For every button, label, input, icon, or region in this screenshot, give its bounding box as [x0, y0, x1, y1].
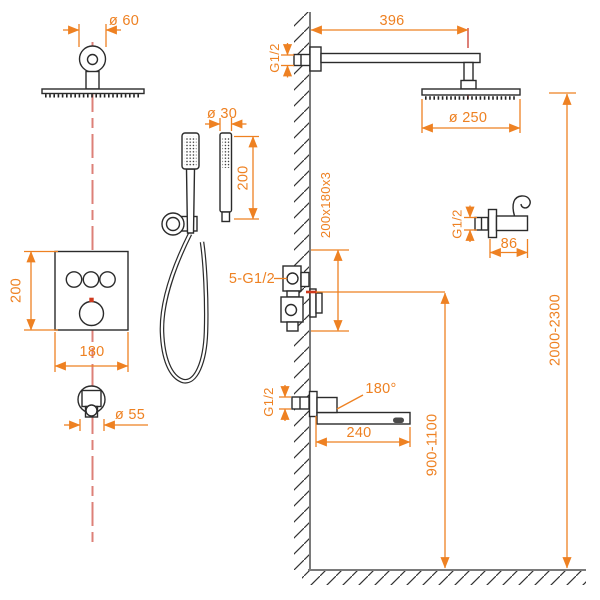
hand-shower-handle [185, 168, 196, 234]
head-joint [460, 79, 477, 90]
dim-arm-thread: G1/2 [267, 43, 294, 78]
rain-shower-side-figure [293, 46, 521, 100]
head-plate [41, 88, 145, 95]
ceiling-flange-inner [86, 53, 99, 66]
dim-label-arm-thread: G1/2 [267, 43, 282, 72]
dim-label-holder-len: 86 [501, 236, 518, 252]
outlet-body [81, 389, 102, 408]
hand-shower-dimensioned-figure [219, 132, 233, 223]
dim-label-spout-swivel: 180° [365, 381, 396, 397]
label-valve-connections: 5-G1/2 [229, 271, 287, 287]
dim-label-box-size: 200x180x3 [318, 172, 333, 238]
rain-head-plate [421, 88, 521, 96]
hand-shower-on-holder-figure [159, 132, 209, 384]
spout-flange [308, 390, 318, 418]
dim-hand-shower-dia: ø 30 [205, 106, 247, 131]
dim-head-height-range: 2000-2300 [548, 92, 576, 569]
dim-box-size: 200x180x3 [311, 172, 349, 332]
dim-label-panel-height: 200 [9, 278, 25, 303]
label-spout-swivel: 180° [336, 381, 396, 410]
shower-hose [159, 232, 209, 384]
dim-panel-width: 180 [54, 332, 129, 372]
panel-button-3 [99, 271, 116, 288]
spout-base [316, 396, 338, 414]
dim-label-spout-len: 240 [346, 425, 371, 441]
holder-escutcheon [487, 208, 498, 239]
dim-label-panel-width: 180 [79, 344, 104, 360]
dim-arm-length: 396 [310, 13, 469, 35]
wall-spout-figure [291, 390, 411, 425]
spout-aerator [393, 417, 404, 423]
dim-label-outlet-dia: ø 55 [115, 407, 145, 423]
shower-arm [320, 52, 481, 64]
dim-rain-head-dia: ø 250 [421, 99, 521, 133]
dim-label-hand-shower-dia: ø 30 [207, 106, 237, 122]
thermostat-panel-figure [54, 250, 129, 331]
valve-lower-port [284, 303, 298, 317]
dim-hand-shower-len: 200 [234, 135, 259, 220]
outlet-front-figure [77, 385, 106, 418]
holder-clip [512, 195, 531, 217]
dim-ceiling-flange-dia: ø 60 [63, 13, 139, 47]
dim-label-holder-thread: G1/2 [450, 209, 465, 238]
floor-section [302, 569, 586, 585]
head-stem [85, 70, 100, 90]
panel-button-1 [65, 271, 83, 288]
valve-upper-port-stub [300, 271, 310, 288]
dim-spout-height-range: 900-1100 [316, 291, 450, 569]
dim-spout-thread: G1/2 [261, 385, 291, 421]
dim-label-valve-connections: 5-G1/2 [229, 271, 275, 287]
panel-knob [78, 300, 105, 327]
head-stem-side [463, 61, 474, 82]
dim-holder-len: 86 [489, 236, 529, 258]
spout-arm [316, 411, 411, 425]
dim-panel-height: 200 [9, 250, 58, 331]
dim-label-rain-head-dia: ø 250 [449, 110, 488, 126]
mixer-valve-figure [280, 265, 323, 332]
hand-shower-spray-face [222, 137, 230, 168]
dim-label-hand-shower-len: 200 [236, 165, 252, 190]
outlet-port [85, 404, 98, 417]
dim-label-ceiling-flange-dia: ø 60 [109, 13, 139, 29]
holder-side-figure [474, 195, 531, 239]
valve-upper-port [286, 272, 299, 285]
hand-shower-inlet [221, 211, 231, 223]
dim-label-spout-height-range: 900-1100 [425, 414, 441, 477]
arm-wall-stub [293, 53, 311, 67]
dim-holder-thread: G1/2 [450, 205, 477, 242]
holder-body [495, 215, 529, 232]
arm-flange [309, 46, 322, 72]
overhead-shower-front-figure [41, 45, 145, 98]
knob-indicator [89, 297, 94, 303]
dim-label-arm-length: 396 [379, 13, 404, 29]
panel-button-2 [82, 271, 100, 288]
dim-outlet-dia: ø 55 [64, 407, 148, 431]
dim-spout-len: 240 [315, 416, 411, 447]
dim-label-head-height-range: 2000-2300 [548, 294, 564, 366]
dim-label-spout-thread: G1/2 [261, 387, 276, 416]
hand-shower-face [184, 136, 197, 166]
floor-hatching [302, 571, 586, 585]
